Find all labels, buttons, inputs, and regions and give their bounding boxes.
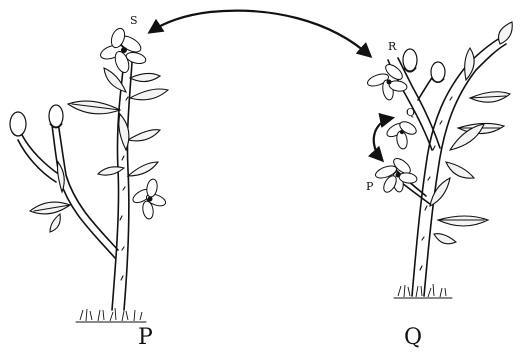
self-pollination-arrow bbox=[374, 118, 392, 160]
flower-bud bbox=[49, 105, 63, 127]
cross-pollination-arrow bbox=[150, 11, 370, 56]
leaf bbox=[119, 114, 129, 150]
flower-bud bbox=[403, 49, 417, 71]
flower-r bbox=[366, 62, 408, 101]
plant-p: S P bbox=[10, 14, 168, 350]
leaf bbox=[130, 73, 160, 81]
plant-q: R Q P Q bbox=[366, 22, 512, 350]
leaf bbox=[434, 234, 456, 244]
leaf bbox=[50, 214, 60, 232]
plant-caption-q: Q bbox=[404, 325, 422, 350]
flower-label-s: S bbox=[130, 14, 138, 27]
flower bbox=[131, 178, 167, 219]
leaf bbox=[446, 162, 474, 178]
leaf bbox=[98, 167, 124, 175]
flower-bud bbox=[431, 62, 445, 82]
flower-p bbox=[374, 156, 418, 195]
flower-label-p: P bbox=[366, 180, 374, 193]
flower-s bbox=[99, 27, 147, 75]
leaf bbox=[68, 101, 120, 114]
flower-q bbox=[385, 119, 418, 150]
flower-label-r: R bbox=[388, 40, 397, 53]
leaf bbox=[130, 89, 168, 100]
plant-caption-p: P bbox=[138, 325, 153, 350]
leaf bbox=[438, 216, 488, 226]
leaf bbox=[128, 162, 158, 176]
leaf bbox=[128, 130, 160, 141]
leaf bbox=[430, 178, 450, 206]
leaf bbox=[58, 162, 65, 192]
leaf bbox=[499, 22, 513, 44]
flower-label-q: Q bbox=[406, 106, 415, 119]
